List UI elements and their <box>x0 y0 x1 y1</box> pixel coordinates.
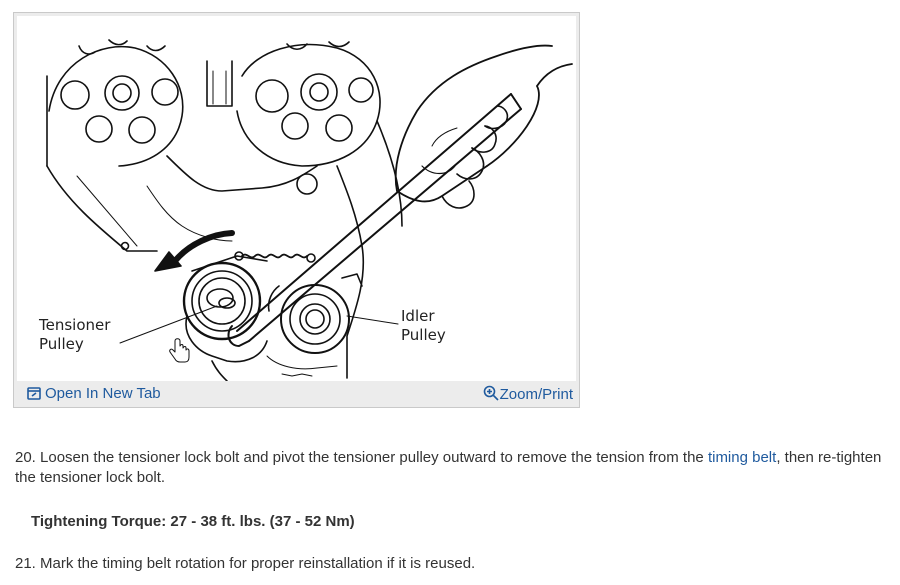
step-21-paragraph: 21. Mark the timing belt rotation for pr… <box>15 555 476 572</box>
rotation-arrow-icon <box>154 230 235 272</box>
tensioner-spring <box>234 251 316 263</box>
left-camshaft-sprocket <box>46 39 184 167</box>
idler-pulley <box>267 273 363 354</box>
timing-belt-diagram: Tensioner Pulley Idler Pulley <box>17 16 576 381</box>
right-camshaft-sprocket <box>236 41 381 167</box>
timing-belt-link[interactable]: timing belt <box>707 449 777 466</box>
zoom-print-label: Zoom/Print <box>499 386 573 403</box>
tensioner-leader-line <box>119 305 218 344</box>
figure-toolbar: Open In New Tab Zoom/Print <box>14 381 579 407</box>
hand-pointer-cursor-icon <box>169 338 190 363</box>
tensioner-label-line1: Tensioner <box>38 316 111 334</box>
tightening-torque-spec: Tightening Torque: 27 - 38 ft. lbs. (37 … <box>31 513 355 530</box>
zoom-in-icon <box>483 385 499 401</box>
wrench <box>227 93 522 347</box>
idler-label-line2: Pulley <box>401 326 446 344</box>
idler-label-line1: Idler <box>401 307 435 325</box>
tensioner-label-line2: Pulley <box>39 335 84 353</box>
figure-card: Tensioner Pulley Idler Pulley Open In Ne… <box>13 12 580 408</box>
external-window-icon <box>27 387 41 400</box>
open-in-new-tab-label: Open In New Tab <box>45 385 161 402</box>
step-20-text-before: 20. Loosen the tensioner lock bolt and p… <box>15 449 708 466</box>
step-20-text-after: , then re-tighten the tensioner lock bol… <box>15 449 882 486</box>
step-20-paragraph: 20. Loosen the tensioner lock bolt and p… <box>15 448 885 488</box>
hand <box>394 44 573 209</box>
open-in-new-tab-link[interactable]: Open In New Tab <box>27 385 161 403</box>
idler-leader-line <box>346 315 399 325</box>
tensioner-pulley <box>182 255 268 363</box>
zoom-print-link[interactable]: Zoom/Print <box>483 385 573 404</box>
